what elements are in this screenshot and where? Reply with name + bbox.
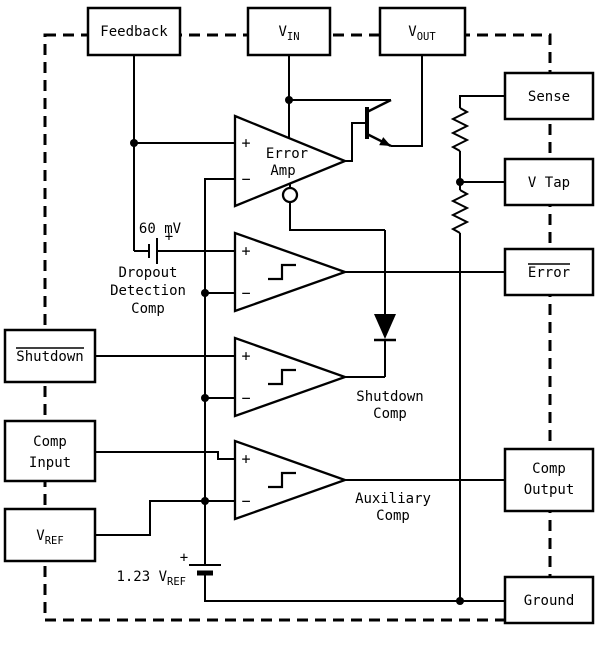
hysteresis-icon [268, 471, 296, 489]
pin-error: Error [503, 247, 595, 297]
pin-box [246, 6, 332, 57]
error-amp-triangle [233, 114, 349, 208]
junction-dots [130, 96, 464, 605]
auxiliary-comp: + − Auxiliary Comp [233, 439, 431, 524]
aux-minus-sign: − [241, 492, 250, 510]
pin-box [378, 6, 467, 57]
pin-vtap-label: V Tap [528, 175, 570, 191]
junction-dot [456, 178, 464, 186]
aux-comp-triangle [233, 439, 349, 521]
ic-package-boundary [43, 33, 552, 622]
junction-dot [201, 289, 209, 297]
offset-plus-sign: + [165, 229, 173, 245]
shutdown-comp-label-2: Comp [373, 406, 407, 422]
pin-box [3, 419, 97, 483]
resistor-r1-icon [450, 107, 470, 152]
pin-vout-label: VOUT [408, 24, 436, 43]
pin-comp-output-label-2: Output [524, 482, 575, 498]
pin-vref-label: VREF [36, 528, 63, 547]
wire-erroramp-to-base [345, 122, 367, 162]
dropout-label-1: Dropout [118, 265, 177, 281]
dropout-detection-comp: + − Dropout Detection Comp + 60 mV [110, 221, 349, 317]
pin-comp-output-label-1: Comp [532, 461, 566, 477]
pin-vin: VIN [246, 6, 332, 57]
resistor-r2-icon [450, 189, 470, 234]
diode-triangle-icon [374, 314, 396, 339]
pin-sense: Sense [503, 71, 595, 121]
pin-feedback-label: Feedback [100, 24, 168, 40]
junction-dot [130, 139, 138, 147]
wire-comp-input [95, 451, 235, 460]
pin-box [503, 447, 595, 513]
shutdown-minus-sign: − [241, 389, 250, 407]
error-amp: + − Error Amp [233, 114, 349, 208]
pin-comp-output: Comp Output [503, 447, 595, 513]
junction-dot [201, 497, 209, 505]
pin-ground: Ground [503, 575, 595, 625]
junction-dot [201, 394, 209, 402]
voltage-reference: + 1.23 VREF [116, 550, 221, 588]
output-divider [450, 107, 470, 234]
pin-feedback: Feedback [86, 6, 182, 57]
wire-sense [459, 95, 505, 108]
wire-disable-branch [289, 202, 385, 231]
error-amp-minus-sign: − [241, 170, 250, 188]
reference-plus-sign: + [180, 550, 188, 566]
shutdown-plus-sign: + [241, 347, 250, 365]
pin-box [86, 6, 182, 57]
transistor-collector-icon [366, 98, 392, 114]
reference-value-label: 1.23 VREF [116, 569, 186, 588]
pin-comp-input: Comp Input [3, 419, 97, 483]
pin-comp-input-label-2: Input [29, 455, 71, 471]
dropout-label-2: Detection [110, 283, 186, 299]
aux-comp-label-1: Auxiliary [355, 491, 431, 507]
pin-box [503, 71, 595, 121]
pin-box [503, 157, 595, 207]
pin-box [503, 247, 595, 297]
dropout-comp-triangle [233, 231, 349, 313]
shutdown-comp-label-1: Shutdown [356, 389, 423, 405]
shutdown-comp: + − Shutdown Comp [233, 336, 424, 422]
pin-box [3, 328, 97, 384]
error-amp-label-1: Error [266, 146, 308, 162]
emitter-arrow-icon [379, 137, 391, 146]
dropout-plus-sign: + [241, 242, 250, 260]
pass-transistor [365, 98, 392, 148]
dropout-label-3: Comp [131, 301, 165, 317]
error-amp-label-2: Amp [270, 163, 295, 179]
pin-vout: VOUT [378, 6, 467, 57]
shutdown-diode [374, 314, 396, 342]
wire-vref-pin [95, 500, 205, 536]
wire-ground [204, 573, 505, 602]
junction-dot [285, 96, 293, 104]
pin-error-label: Error [528, 265, 570, 281]
wire-reference-bus [204, 178, 235, 560]
pin-sense-label: Sense [528, 89, 570, 105]
offset-value-label: 60 mV [139, 221, 182, 237]
dropout-minus-sign: − [241, 284, 250, 302]
aux-comp-label-2: Comp [376, 508, 410, 524]
pin-comp-input-label-1: Comp [33, 434, 67, 450]
aux-plus-sign: + [241, 450, 250, 468]
pin-ground-label: Ground [524, 593, 575, 609]
pin-box [3, 507, 97, 563]
junction-dot [456, 597, 464, 605]
pin-shutdown: Shutdown [3, 328, 97, 384]
pin-vref: VREF [3, 507, 97, 563]
wire-emitter-to-vout [391, 55, 423, 147]
hysteresis-icon [268, 263, 296, 281]
wires [95, 55, 505, 602]
disable-bubble-icon [281, 186, 299, 204]
pin-shutdown-label: Shutdown [16, 349, 83, 365]
hysteresis-icon [268, 368, 296, 386]
error-amp-plus-sign: + [241, 134, 250, 152]
pin-box [503, 575, 595, 625]
pin-vin-label: VIN [278, 24, 299, 43]
pin-vtap: V Tap [503, 157, 595, 207]
shutdown-comp-triangle [233, 336, 349, 418]
